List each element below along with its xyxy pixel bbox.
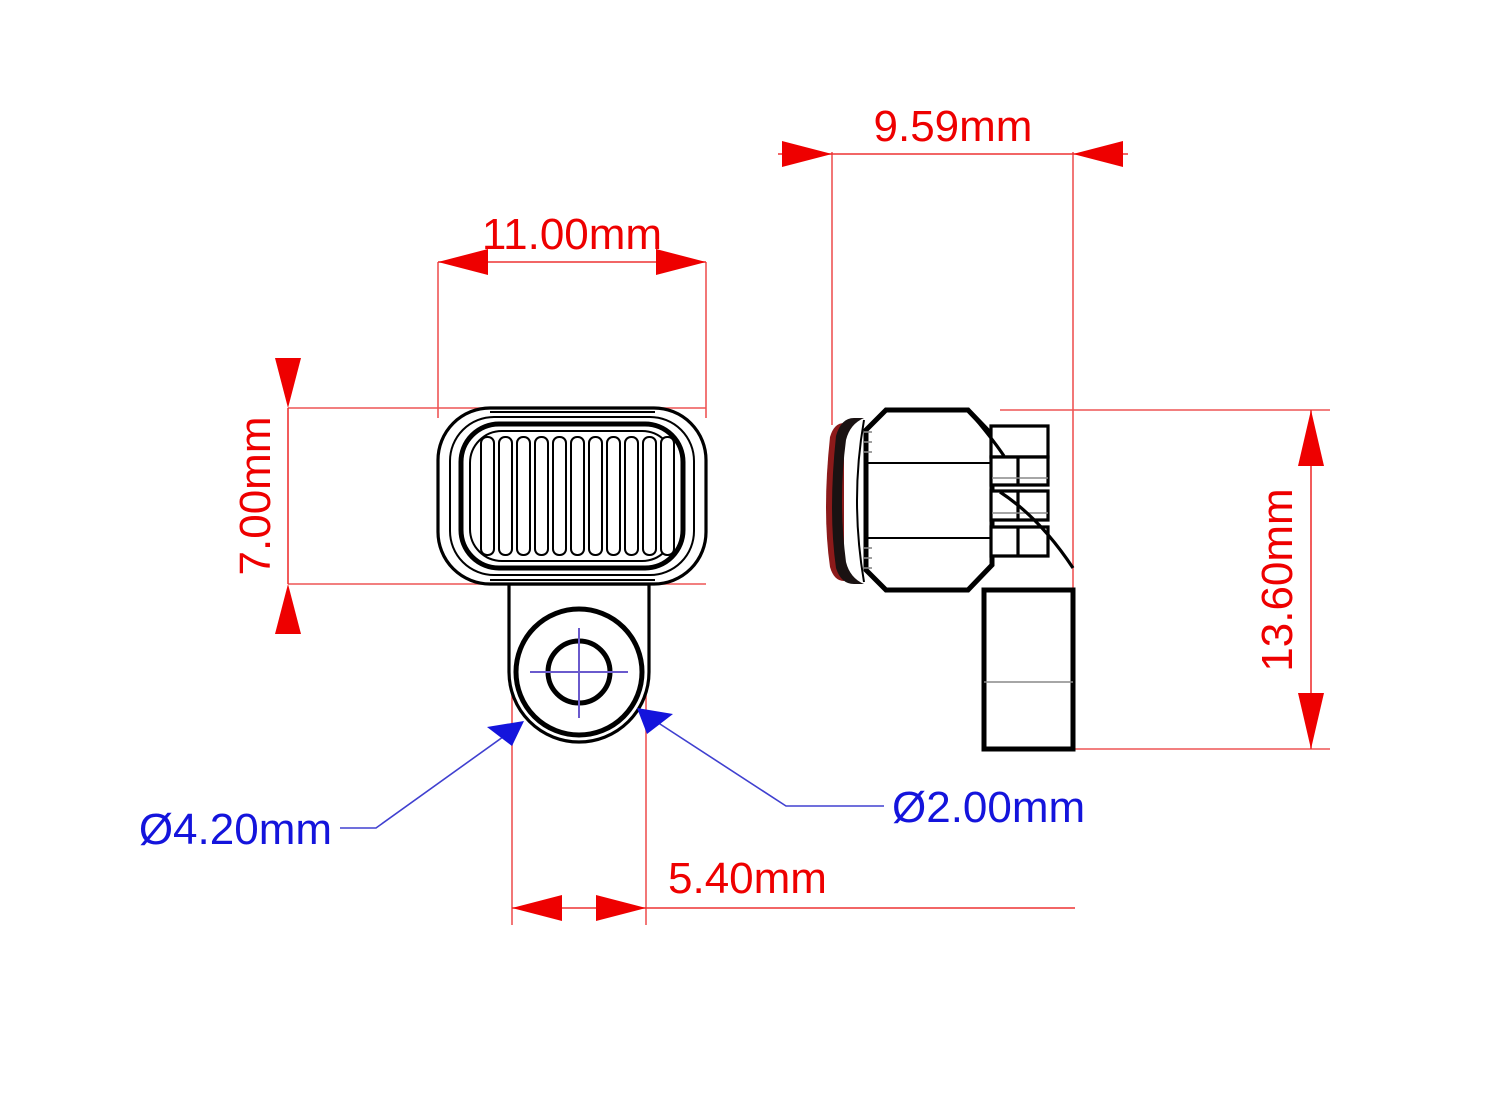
callout-dia-420: Ø4.20mm [139,721,524,854]
body-knurl [864,431,872,569]
dimension-tab-540: 5.40mm [512,854,1075,921]
body-block [863,407,995,593]
rib-stack [989,424,1050,558]
dimension-label-1360mm: 13.60mm [1253,488,1302,671]
dimension-height-7: 7.00mm [231,358,301,634]
hole-centerline [530,628,628,718]
grille-slots [480,436,675,556]
dimension-label-7mm: 7.00mm [231,417,280,576]
side-view [826,407,1076,752]
dimension-label-540mm: 5.40mm [668,854,827,903]
dimension-depth-959: 9.59mm [778,102,1128,167]
leg [981,587,1076,752]
callout-label-dia-200: Ø2.00mm [892,783,1085,832]
dimension-width-11: 11.00mm [438,210,706,275]
callout-label-dia-420: Ø4.20mm [139,805,332,854]
dimension-height-1360: 13.60mm [1253,410,1324,749]
dimension-label-11mm: 11.00mm [482,210,662,259]
front-view [436,406,708,744]
callout-dia-200: Ø2.00mm [637,708,1085,832]
body-sweeps [966,408,1075,569]
grille-seams [490,411,655,581]
dimension-label-959mm: 9.59mm [874,102,1033,151]
